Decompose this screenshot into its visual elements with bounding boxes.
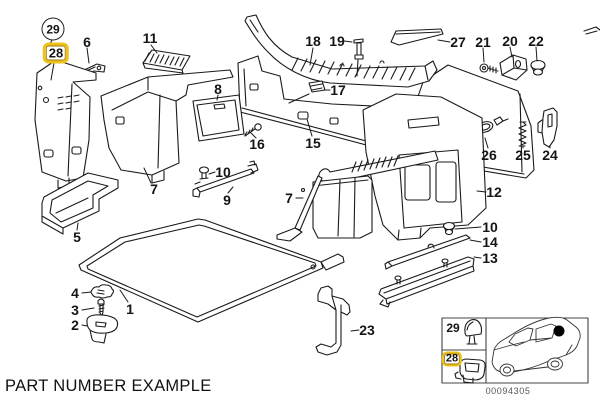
drawing-strip-27 xyxy=(390,26,600,46)
part-label-25[interactable]: 25 xyxy=(515,147,531,163)
drawing-rivet-19 xyxy=(353,38,364,77)
part-label-6[interactable]: 6 xyxy=(83,34,91,50)
drawing-rail-9 xyxy=(192,160,259,198)
drawing-right-panel-12 xyxy=(362,93,487,241)
drawing-left-panel-7 xyxy=(100,69,234,184)
drawing-clip-17 xyxy=(288,80,326,104)
part-label-24[interactable]: 24 xyxy=(542,147,558,163)
drawing-shelf-bar xyxy=(318,150,439,184)
drawing-tray-5 xyxy=(41,172,119,235)
inset-pocket-28-drawing xyxy=(454,358,486,384)
part-label-13[interactable]: 13 xyxy=(482,250,498,266)
part-label-14[interactable]: 14 xyxy=(482,234,498,250)
drawing-plate-4 xyxy=(90,284,115,299)
drawing-screw-3 xyxy=(97,298,105,317)
drawing-left-quarter-panel-28 xyxy=(34,59,97,189)
drawing-lid-8 xyxy=(192,94,245,142)
part-label-11[interactable]: 11 xyxy=(142,30,158,46)
drawing-screw-21 xyxy=(479,63,499,74)
drawing-grommet-10 xyxy=(442,221,456,236)
inset-image-code: 00094305 xyxy=(485,386,531,396)
part-label-23[interactable]: 23 xyxy=(359,322,375,338)
drawing-rail-13 xyxy=(378,256,475,308)
inset-clip-29-drawing xyxy=(464,319,483,345)
part-label-8[interactable]: 8 xyxy=(214,81,222,97)
part-label-12[interactable]: 12 xyxy=(486,184,502,200)
drawing-center-panel-7 xyxy=(276,175,373,242)
part-label-28-highlighted[interactable]: 28 xyxy=(42,42,70,64)
drawing-pocket-2 xyxy=(86,314,119,344)
part-label-29-circled[interactable]: 29 xyxy=(41,17,65,41)
inset-label-29: 29 xyxy=(446,321,460,335)
leader-lines xyxy=(49,39,551,332)
drawing-spring-25 xyxy=(518,121,527,147)
drawing-lock-24 xyxy=(537,107,558,148)
drawing-bracket-23 xyxy=(315,285,351,356)
part-label-2[interactable]: 2 xyxy=(71,317,79,333)
highlighted-location-dot xyxy=(553,325,565,337)
part-label-20[interactable]: 20 xyxy=(502,33,518,49)
part-label-21[interactable]: 21 xyxy=(475,34,491,50)
part-label-16[interactable]: 16 xyxy=(249,136,265,152)
drawing-grommet-22 xyxy=(530,59,546,76)
part-label-26[interactable]: 26 xyxy=(481,147,497,163)
part-label-3[interactable]: 3 xyxy=(71,302,79,318)
part-label-10-left[interactable]: 10 xyxy=(215,164,231,180)
drawing-grille-11 xyxy=(142,49,191,74)
drawing-bracket-20 xyxy=(499,54,528,81)
part-label-19[interactable]: 19 xyxy=(329,33,345,49)
part-label-10-right[interactable]: 10 xyxy=(482,219,498,235)
part-label-4[interactable]: 4 xyxy=(71,285,79,301)
part-label-15[interactable]: 15 xyxy=(305,135,321,151)
part-label-7-center[interactable]: 7 xyxy=(285,190,293,206)
caption-part-number-example: PART NUMBER EXAMPLE xyxy=(5,377,212,395)
drawing-screw-16 xyxy=(244,123,262,137)
inset-label-28-highlighted: 28 xyxy=(441,351,463,367)
part-label-27[interactable]: 27 xyxy=(450,34,466,50)
drawing-rail-14 xyxy=(384,234,471,270)
part-label-7-left[interactable]: 7 xyxy=(150,181,158,197)
drawing-floor-mat-1 xyxy=(78,218,345,323)
part-label-5[interactable]: 5 xyxy=(73,229,81,245)
inset-car-drawing xyxy=(491,316,581,377)
part-label-17[interactable]: 17 xyxy=(330,82,346,98)
part-label-18[interactable]: 18 xyxy=(305,33,321,49)
part-label-22[interactable]: 22 xyxy=(528,33,544,49)
part-label-9[interactable]: 9 xyxy=(223,192,231,208)
part-label-1[interactable]: 1 xyxy=(126,301,134,317)
